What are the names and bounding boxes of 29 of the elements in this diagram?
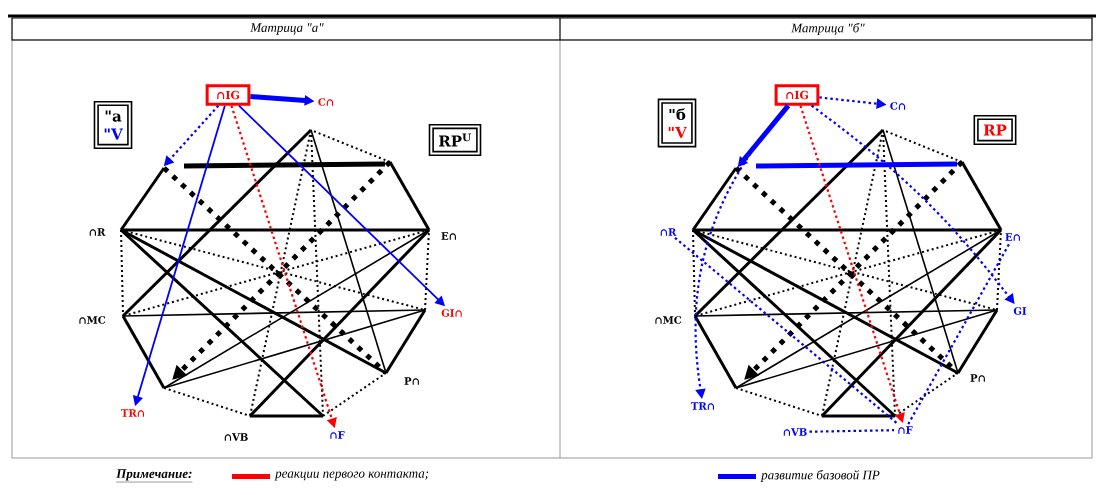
vertex-label: GI <box>1013 307 1027 315</box>
framed-label-box: RP$^{U}$ <box>428 123 482 157</box>
column-heading: Матрица "б" <box>791 22 865 35</box>
vertex-label: TR∩ <box>121 409 144 417</box>
vertex-label: ∩R <box>89 228 106 236</box>
vertex-label: TR∩ <box>691 402 714 410</box>
vertex-label: ∩MC <box>655 316 682 324</box>
framed-label-box: "a "V <box>93 100 133 150</box>
vertex-label: ∩MC <box>79 316 106 324</box>
vertex-label: ∩VB <box>783 428 807 436</box>
note-heading: Примечание: <box>116 469 193 483</box>
label-box: ∩IG <box>205 84 251 106</box>
vertex-label: P∩ <box>404 377 419 385</box>
vertex-label: ∩F <box>898 426 913 434</box>
vertex-label: C∩ <box>318 98 334 106</box>
vertex-label: ∩VB <box>224 433 248 441</box>
vertex-label: C∩ <box>890 102 906 110</box>
label-box: ∩IG <box>774 84 820 106</box>
vertex-label: P∩ <box>970 374 985 382</box>
framed-label-box: "б "V <box>657 98 697 148</box>
framed-label-box: RP <box>973 114 1017 146</box>
vertex-label: ∩F <box>330 431 345 439</box>
vertex-label: ∩R <box>660 228 677 236</box>
vertex-label: E∩ <box>1005 233 1020 241</box>
legend-text: реакции первого контакта; <box>274 471 429 481</box>
vertex-label: GI∩ <box>441 309 462 317</box>
column-heading: Матрица "а" <box>250 23 324 35</box>
vertex-label: E∩ <box>441 232 456 240</box>
legend-text: развитие базовой ПР <box>760 469 880 482</box>
